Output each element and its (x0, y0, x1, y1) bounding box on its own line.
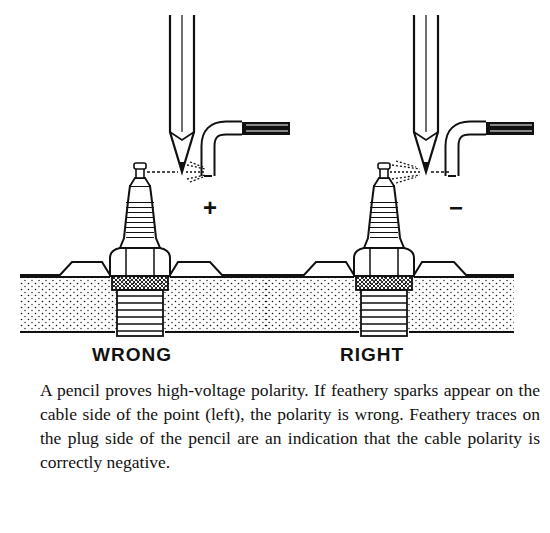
polarity-sign: + (203, 196, 217, 220)
figure-heading: RIGHT (340, 344, 404, 366)
figure-heading: WRONG (92, 344, 172, 366)
polarity-sign: − (449, 196, 463, 220)
caption: A pencil proves high-voltage polarity. I… (40, 378, 540, 474)
